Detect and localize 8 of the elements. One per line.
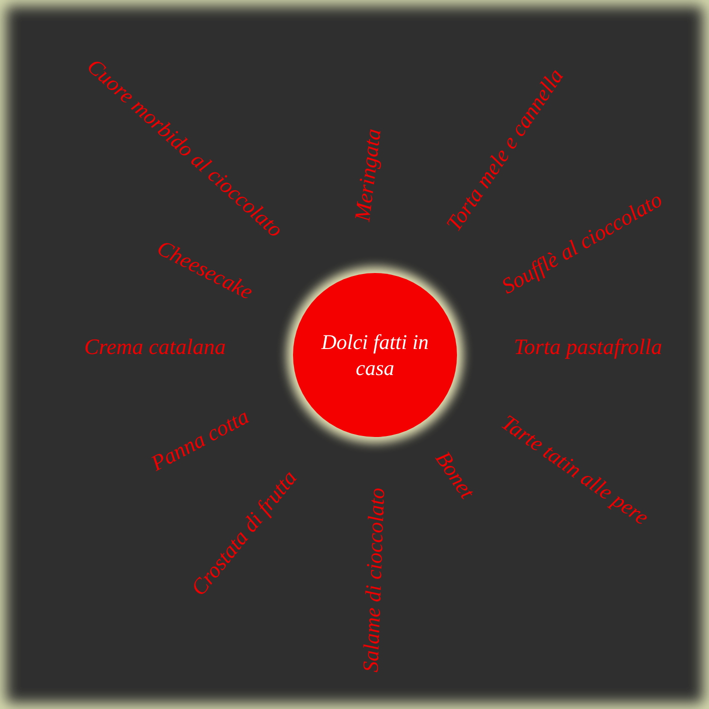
dessert-name: Torta pastafrolla — [514, 334, 662, 360]
dessert-name: Salame di cioccolato — [358, 487, 390, 673]
dessert-name: Crema catalana — [84, 334, 226, 360]
dessert-name: Tarte tatin alle pere — [496, 410, 654, 530]
center-circle — [293, 273, 457, 437]
dessert-name: Panna cotta — [146, 403, 254, 477]
dessert-name: Meringata — [349, 127, 387, 223]
center-title: Dolci fatti in casa — [320, 328, 430, 382]
